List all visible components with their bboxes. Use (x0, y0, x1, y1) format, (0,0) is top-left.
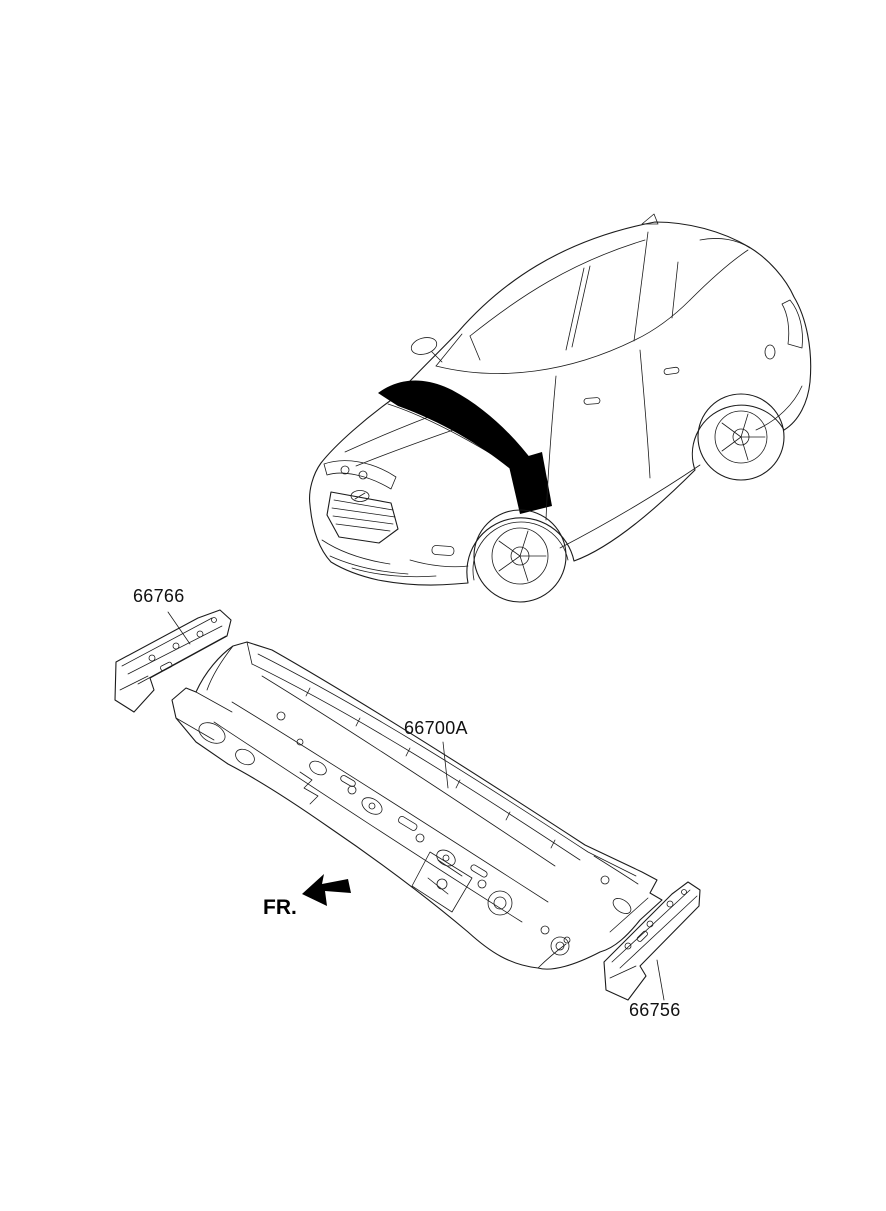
headlight (323, 460, 397, 490)
door-handle (663, 366, 680, 375)
fr-arrow-icon (302, 874, 351, 906)
rear-wheel (697, 393, 785, 481)
left-cowl-side-rail-drawing (114, 609, 232, 713)
leader-lines (167, 611, 665, 1001)
tail-lamp (781, 299, 803, 349)
front-wheel (472, 509, 569, 603)
vehicle-illustration (309, 213, 812, 603)
front-direction-label: FR. (263, 896, 297, 919)
leader-line-66766 (167, 611, 191, 645)
callout-label-66700A: 66700A (404, 718, 468, 738)
leader-line-66756 (656, 959, 665, 1001)
door-handle (583, 397, 601, 405)
leader-line-66700A (442, 741, 449, 789)
fuel-door (764, 344, 776, 360)
cowl-panel-drawing (171, 641, 663, 970)
side-mirror (410, 337, 443, 363)
right-cowl-side-rail-drawing (603, 881, 701, 1001)
cowl-highlight (378, 380, 552, 514)
fog-lamp (431, 545, 455, 556)
grille (326, 490, 399, 544)
callout-label-66756: 66756 (629, 1000, 681, 1020)
callout-label-66766: 66766 (133, 586, 185, 606)
